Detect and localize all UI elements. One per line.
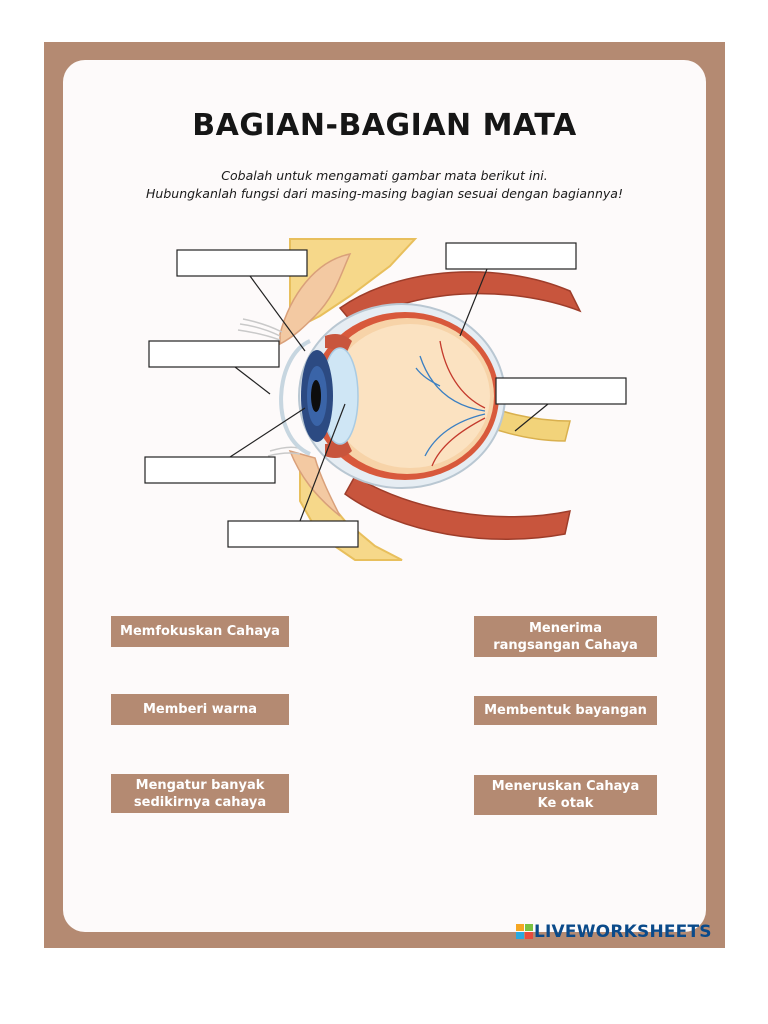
label-box-3 [148,340,280,368]
liveworksheets-brand[interactable]: LIVEWORKSHEETS [516,921,712,943]
function-menerima-rangsangan[interactable]: Menerima rangsangan Cahaya [474,616,657,657]
function-memberi-warna[interactable]: Memberi warna [111,694,289,725]
label-box-6 [227,520,359,548]
eyelashes [237,318,301,457]
cornea [279,339,311,456]
function-meneruskan-cahaya[interactable]: Meneruskan Cahaya Ke otak [474,775,657,815]
function-mengatur-cahaya[interactable]: Mengatur banyak sedikirnya cahaya [111,774,289,813]
instruction-line-1: Cobalah untuk mengamati gambar mata beri… [221,168,548,183]
page-title: BAGIAN-BAGIAN MATA [192,108,577,143]
muscle-top [338,271,582,328]
function-membentuk-bayangan[interactable]: Membentuk bayangan [474,696,657,725]
label-box-2 [445,242,577,270]
eye-diagram [144,238,627,561]
pupil [311,380,321,412]
brand-name: LIVEWORKSHEETS [534,922,712,942]
leader-lines [229,268,549,522]
upper-eyelid [279,252,352,346]
muscle-bottom [344,474,571,541]
instruction-line-2: Hubungkanlah fungsi dari masing-masing b… [146,186,623,201]
vitreous-body [330,324,490,468]
label-box-1 [176,249,308,277]
blood-vessels [415,340,486,467]
label-box-5 [144,456,276,484]
liveworksheets-logo-icon [516,924,533,939]
label-box-4 [495,377,627,405]
function-memfokuskan-cahaya[interactable]: Memfokuskan Cahaya [111,616,289,647]
